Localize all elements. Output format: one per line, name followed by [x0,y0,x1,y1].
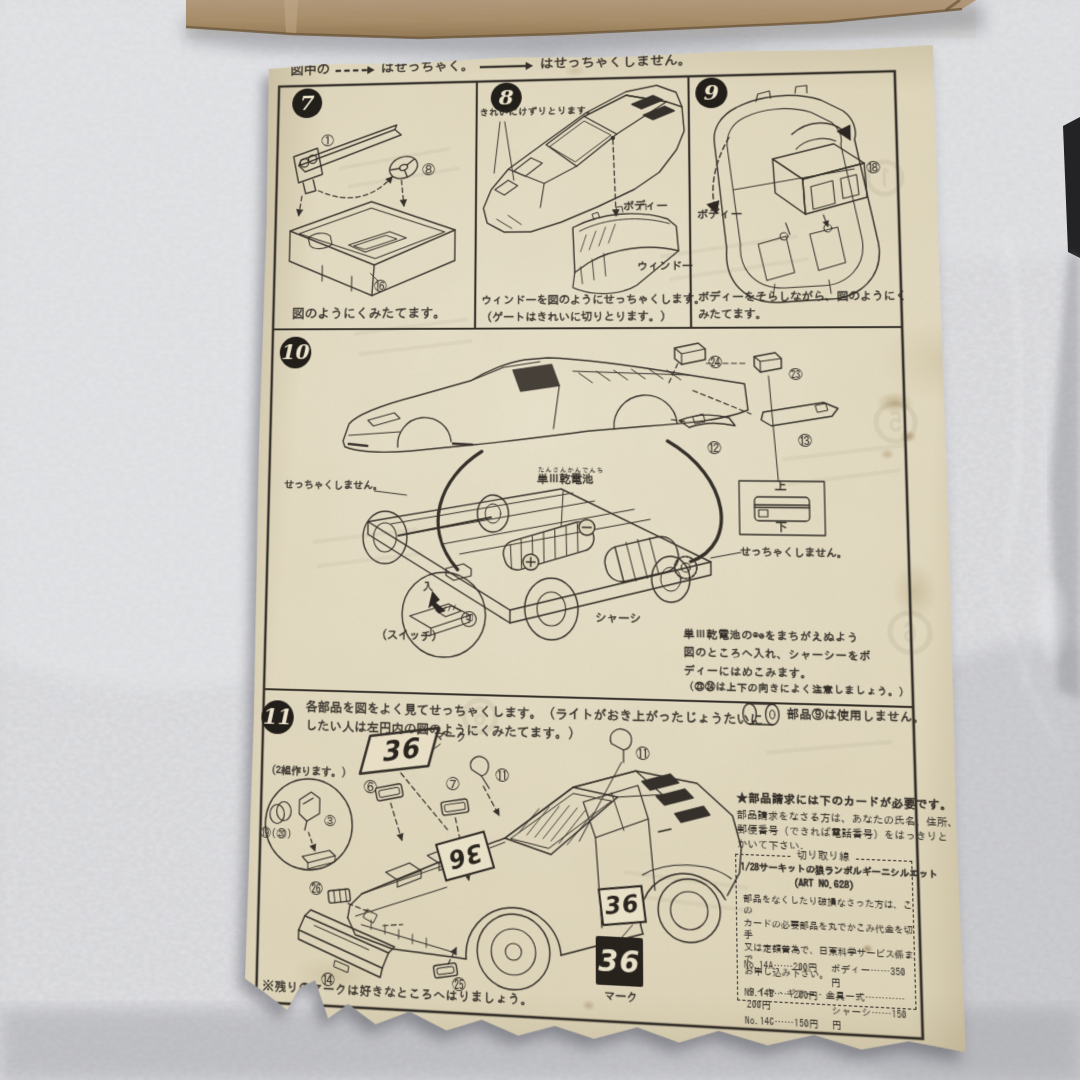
part12-label: ⑫ [707,441,722,456]
part24-label: ㉔ [708,355,723,370]
paper: 1 5 6 6 [244,45,966,1061]
diagram-art [244,45,966,1061]
svg-text:6: 6 [903,619,917,646]
step10-noglue-left: せっちゃくしません。 [283,480,383,492]
price-row: ボディー……350円 [830,964,906,989]
part11-left-label: ⑪ [495,768,510,783]
step7-number: 7 [299,91,315,116]
step10-badge: 10 [279,337,311,369]
step8-caption: ウィンドーを図のようにせっちゃくします。 （ゲートはきれいに切りとります。） [480,294,706,323]
legend-prefix: 図中の [290,62,330,77]
step9-body-label: ボディー [696,209,743,221]
mark-label-top: マーク [434,730,467,743]
step8-window-label: ウィンドー [636,261,693,272]
step10-caption: 単Ⅲ乾電池の⊕⊖をまちがえぬよう 図のところへ入れ、シャーシーをボ ディーにはめ… [683,628,872,680]
part11-right-label: ⑪ [635,746,650,762]
step9-diagram [712,84,881,303]
svg-text:1: 1 [878,166,892,191]
step9-number: 9 [703,80,720,106]
step11-badge: 11 [261,700,294,735]
battery-label: 単Ⅲ乾電池 [536,474,594,486]
part18-label: ⑱ [866,160,881,175]
solid-arrow-icon [480,59,534,71]
dark-object-edge [1063,117,1080,258]
legend-glue-label: はせっちゃく。 [380,58,475,75]
step10-number: 10 [281,340,310,365]
step7-caption: 図のようにくみたてます。 [291,306,447,321]
cut-line-label: 切り取り線 [791,849,855,865]
price-row: No.14C……150円 [744,1015,819,1030]
part19-20-label: ⑲(⑳) [260,827,293,840]
step10-noglue-right: せっちゃくしません。 [739,547,848,560]
switch-label: （スイッチ） [375,629,443,643]
switch-off-label: 切 [464,614,474,624]
part8-label: ⑧ [421,163,436,177]
decal-36-sticker: 36 [596,936,644,987]
cardboard-box [185,0,976,40]
reverse-side-bleedthrough: 1 5 6 6 [244,45,966,1061]
instruction-sheet: 1 5 6 6 [244,45,966,1061]
price-row: No.14A……200円 [743,960,818,974]
part23-label: ㉓ [788,367,803,381]
part26-label: ㉖ [309,881,324,897]
part3-label: ③ [324,814,336,828]
part7-label: ⑦ [445,776,460,792]
step8-diagram [483,85,686,295]
part1-label: ① [321,134,335,148]
step8-body-label: ボディー [622,201,668,212]
step8-trim-note: きれいにけずりとります。 [479,106,597,118]
part16-label: ⑯ [373,279,388,293]
step9-caption: ボディーをそらしながら、図のようにく みたてます。 [697,290,908,321]
orient-up-label: 上 [774,480,787,493]
glue-legend: 図中のはせっちゃく。はせっちゃくしません。 [290,52,692,80]
part13-label: ⑬ [797,433,813,448]
dashed-arrow-icon [335,63,375,75]
order-card: 切り取り線 1/28サーキットの狼ランボルギーニシルエット （ART NO.62… [735,854,916,1010]
switch-on-label: 入 [422,581,434,593]
part6-label: ⑥ [363,779,378,795]
decal-36-top: 36 [382,732,422,768]
svg-text:6: 6 [473,703,486,730]
step7-diagram [289,124,457,296]
step11-number: 11 [262,703,293,731]
chassis-label: シャーシ [594,612,641,625]
mark-label-bottom: マーク [604,990,638,1004]
step10-diagram [339,343,844,667]
plastic-wrap-sheen [983,234,1066,747]
orient-down-label: 下 [775,520,788,534]
svg-text:5: 5 [889,410,903,436]
decal-36-door: 36 [598,885,647,926]
